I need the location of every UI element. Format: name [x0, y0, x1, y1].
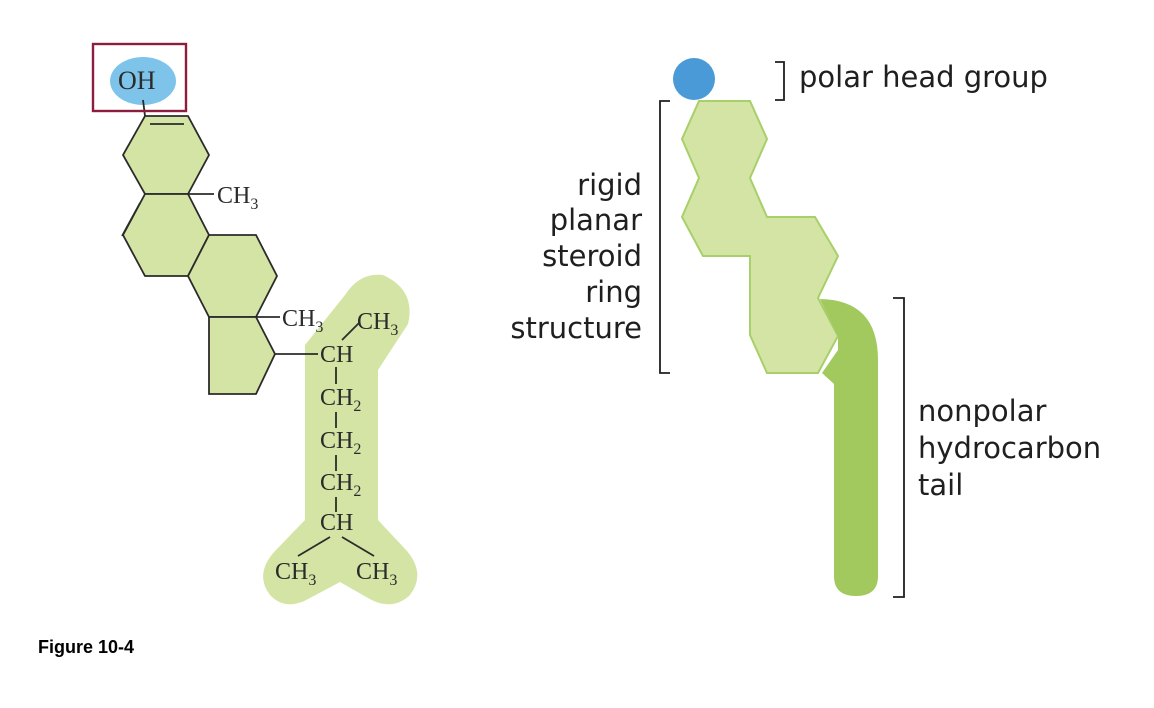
side-chain-ch2-2: CH2: [320, 428, 361, 458]
oh-label: OH: [118, 66, 156, 95]
steroid-label-line-1: rigid: [577, 168, 642, 202]
side-chain-bond-top: [341, 321, 361, 341]
side-chain-ch-branch: CH: [320, 510, 353, 536]
side-chain-bond-left: [297, 536, 331, 557]
tail-label-line-1: nonpolar: [918, 394, 1046, 428]
side-chain-bond-right: [341, 536, 375, 557]
side-chain-methyl-top: CH3: [357, 309, 398, 339]
steroid-label-line-2: planar: [550, 203, 642, 237]
steroid-bracket: [659, 100, 670, 374]
side-chain-methyl-right: CH3: [356, 559, 397, 589]
tail-label: nonpolar hydrocarbon tail: [918, 394, 1101, 502]
oh-highlight: [110, 57, 176, 105]
tail-bracket: [893, 297, 905, 598]
ring-a: [121, 115, 211, 195]
steroid-label-line-5: structure: [510, 311, 642, 345]
side-chain-ch: CH: [320, 342, 353, 368]
side-chain-ch2-1: CH2: [320, 385, 361, 415]
double-bond: [121, 202, 141, 237]
hydrocarbon-tail: [820, 299, 878, 596]
side-chain-ch2-3: CH2: [320, 470, 361, 500]
polar-head-label: polar head group: [799, 60, 1048, 94]
methyl-ring-a: CH3: [217, 183, 258, 213]
oh-box: [91, 42, 188, 113]
figure-caption: Figure 10-4: [38, 637, 134, 657]
tail-label-line-3: tail: [918, 468, 963, 502]
polar-head-bracket: [775, 61, 785, 101]
side-chain-highlight: [263, 274, 418, 605]
steroid-label-line-3: steroid: [542, 239, 642, 273]
steroid-label: rigid planar steroid ring structure: [510, 168, 642, 345]
steroid-label-line-4: ring: [585, 275, 642, 309]
ring-d: [208, 316, 277, 395]
oh-bond: [142, 99, 146, 117]
side-chain-methyl-left: CH3: [275, 559, 316, 589]
tail-label-line-2: hydrocarbon: [918, 431, 1101, 465]
polar-head-circle: [673, 58, 715, 100]
cholesterol-schematic: polar head group rigid planar steroid ri…: [510, 58, 1101, 598]
cholesterol-structural-formula: OH CH3 CH3 CH3 CH CH2 CH2 CH2 CH CH3 CH3: [91, 42, 418, 605]
methyl-ring-c: CH3: [282, 306, 323, 336]
side-chain: CH3 CH CH2 CH2 CH2 CH CH3 CH3: [275, 309, 398, 589]
steroid-ring-block: [680, 100, 840, 374]
